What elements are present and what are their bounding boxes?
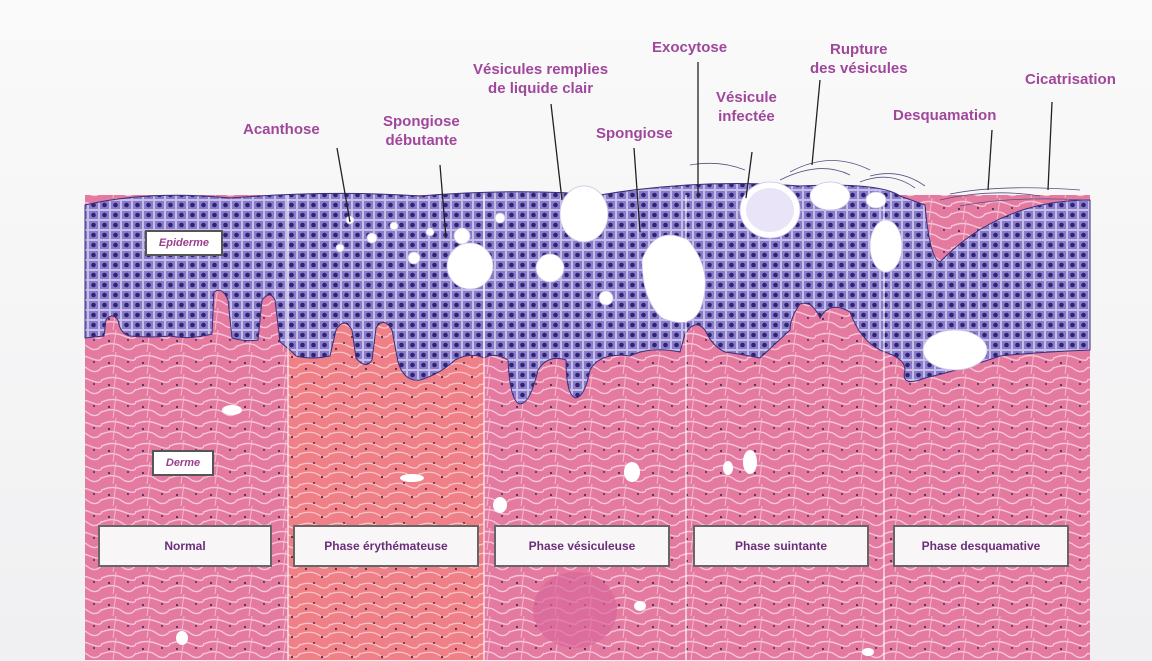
label-acanthose: Acanthose (243, 120, 320, 139)
layer-label-epiderme: Epiderme (145, 230, 223, 256)
spongiose-debutante-line2: débutante (383, 131, 460, 150)
label-vesicules-remplies: Vésicules remplies de liquide clair (473, 60, 608, 98)
dermal-vessel-large (533, 572, 617, 648)
rupture-line2: des vésicules (810, 59, 908, 78)
rupture-line1: Rupture (810, 40, 908, 59)
label-rupture: Rupture des vésicules (810, 40, 908, 78)
phase-label-erythemateuse: Phase érythémateuse (293, 525, 479, 567)
acanthose-text: Acanthose (243, 120, 320, 139)
label-spongiose-debutante: Spongiose débutante (383, 112, 460, 150)
infected-vesicle-contents (746, 188, 794, 232)
vesicules-remplies-line1: Vésicules remplies (473, 60, 608, 79)
layer-label-derme: Derme (152, 450, 214, 476)
phase-label-vesiculeuse: Phase vésiculeuse (494, 525, 670, 567)
label-spongiose: Spongiose (596, 124, 673, 143)
phase-label-normal: Normal (98, 525, 272, 567)
cicatrisation-text: Cicatrisation (1025, 70, 1116, 89)
label-exocytose: Exocytose (652, 38, 727, 57)
label-desquamation: Desquamation (893, 106, 996, 125)
phase-label-desquamative: Phase desquamative (893, 525, 1069, 567)
vesicules-remplies-line2: de liquide clair (473, 79, 608, 98)
exocytose-text: Exocytose (652, 38, 727, 57)
vesicule-infectee-line1: Vésicule (716, 88, 777, 107)
desquamation-text: Desquamation (893, 106, 996, 125)
vesicule-infectee-line2: infectée (716, 107, 777, 126)
phase-label-suintante: Phase suintante (693, 525, 869, 567)
label-vesicule-infectee: Vésicule infectée (716, 88, 777, 126)
spongiose-text: Spongiose (596, 124, 673, 143)
label-cicatrisation: Cicatrisation (1025, 70, 1116, 89)
spongiose-debutante-line1: Spongiose (383, 112, 460, 131)
